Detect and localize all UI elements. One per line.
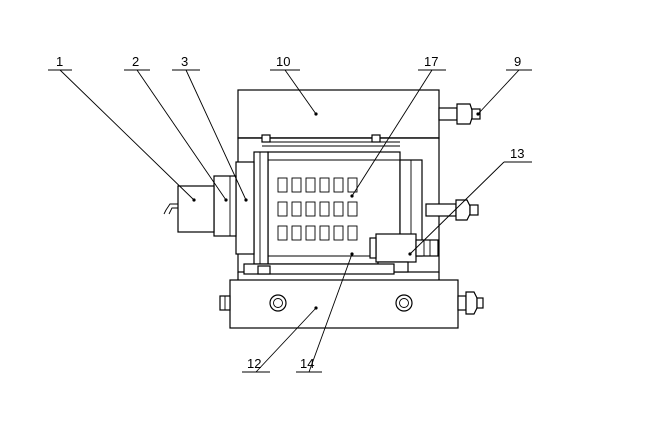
valve-13 xyxy=(375,233,417,263)
label-1: 1 xyxy=(56,54,63,69)
label-9: 9 xyxy=(514,54,521,69)
label-17: 17 xyxy=(424,54,438,69)
label-3: 3 xyxy=(181,54,188,69)
slot-grid xyxy=(277,177,358,241)
fitting-middle xyxy=(425,199,479,221)
label-2: 2 xyxy=(132,54,139,69)
motor-1 xyxy=(177,185,215,233)
fitting-9 xyxy=(438,103,481,125)
flange-plate xyxy=(253,151,269,265)
label-14: 14 xyxy=(300,356,314,371)
leader-lines xyxy=(48,69,532,373)
label-13: 13 xyxy=(510,146,524,161)
rail-14 xyxy=(243,263,395,275)
label-10: 10 xyxy=(276,54,290,69)
coupling-2 xyxy=(213,175,237,237)
label-12: 12 xyxy=(247,356,261,371)
top-housing xyxy=(237,89,440,139)
flange-3 xyxy=(235,161,255,255)
base-block-12 xyxy=(229,279,459,329)
